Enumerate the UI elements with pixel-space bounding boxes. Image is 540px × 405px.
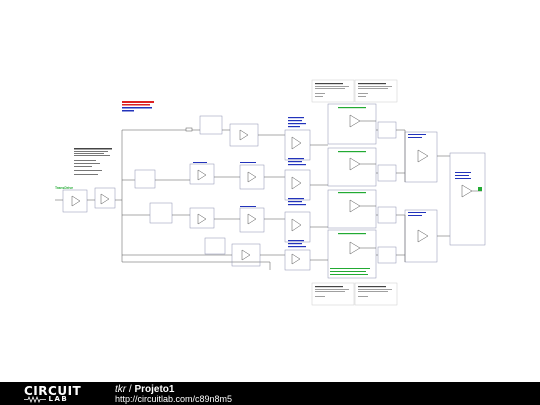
filter-stage-1[interactable] [180, 115, 285, 147]
left-note [74, 148, 112, 175]
top-note [122, 101, 154, 112]
summing-notes [408, 134, 426, 216]
selection-block-opamps [349, 114, 361, 255]
filter-stage-4[interactable] [180, 237, 285, 267]
selection-blocks[interactable] [327, 103, 377, 279]
project-title: tkr / Projeto1 [115, 384, 174, 395]
circuitlab-logo[interactable]: CIRCUIT [24, 384, 82, 398]
mux-column[interactable] [376, 121, 405, 264]
interconnect-wires [269, 120, 406, 270]
user-name[interactable]: tkr [115, 384, 127, 395]
schematic-svg: TransDrive [55, 79, 486, 306]
selection-block-notes [330, 107, 370, 275]
schematic-canvas[interactable]: TransDrive [0, 0, 540, 382]
title-separator: / [126, 384, 135, 395]
bottom-info-cards [311, 282, 398, 306]
output-stage[interactable] [449, 152, 486, 246]
resistor-icon [24, 395, 46, 403]
circuitlab-logo-sub: LAB [24, 395, 68, 403]
comparator-column[interactable] [284, 129, 311, 271]
footer-bar: CIRCUIT LAB tkr / Projeto1 http://circui… [0, 382, 540, 405]
main-bus [121, 129, 270, 263]
filter-stage-3[interactable] [149, 202, 285, 233]
project-url[interactable]: http://circuitlab.com/c89n8m5 [115, 394, 233, 404]
project-name[interactable]: Projeto1 [134, 384, 175, 395]
logo-lab-text: LAB [48, 395, 69, 403]
filter-stage-2[interactable] [134, 163, 285, 190]
input-stage[interactable] [55, 187, 122, 213]
output-notes [455, 172, 482, 191]
top-info-cards [311, 79, 398, 103]
summing-blocks[interactable] [404, 131, 450, 263]
input-label: TransDrive [55, 186, 73, 190]
component-notes [193, 117, 306, 248]
